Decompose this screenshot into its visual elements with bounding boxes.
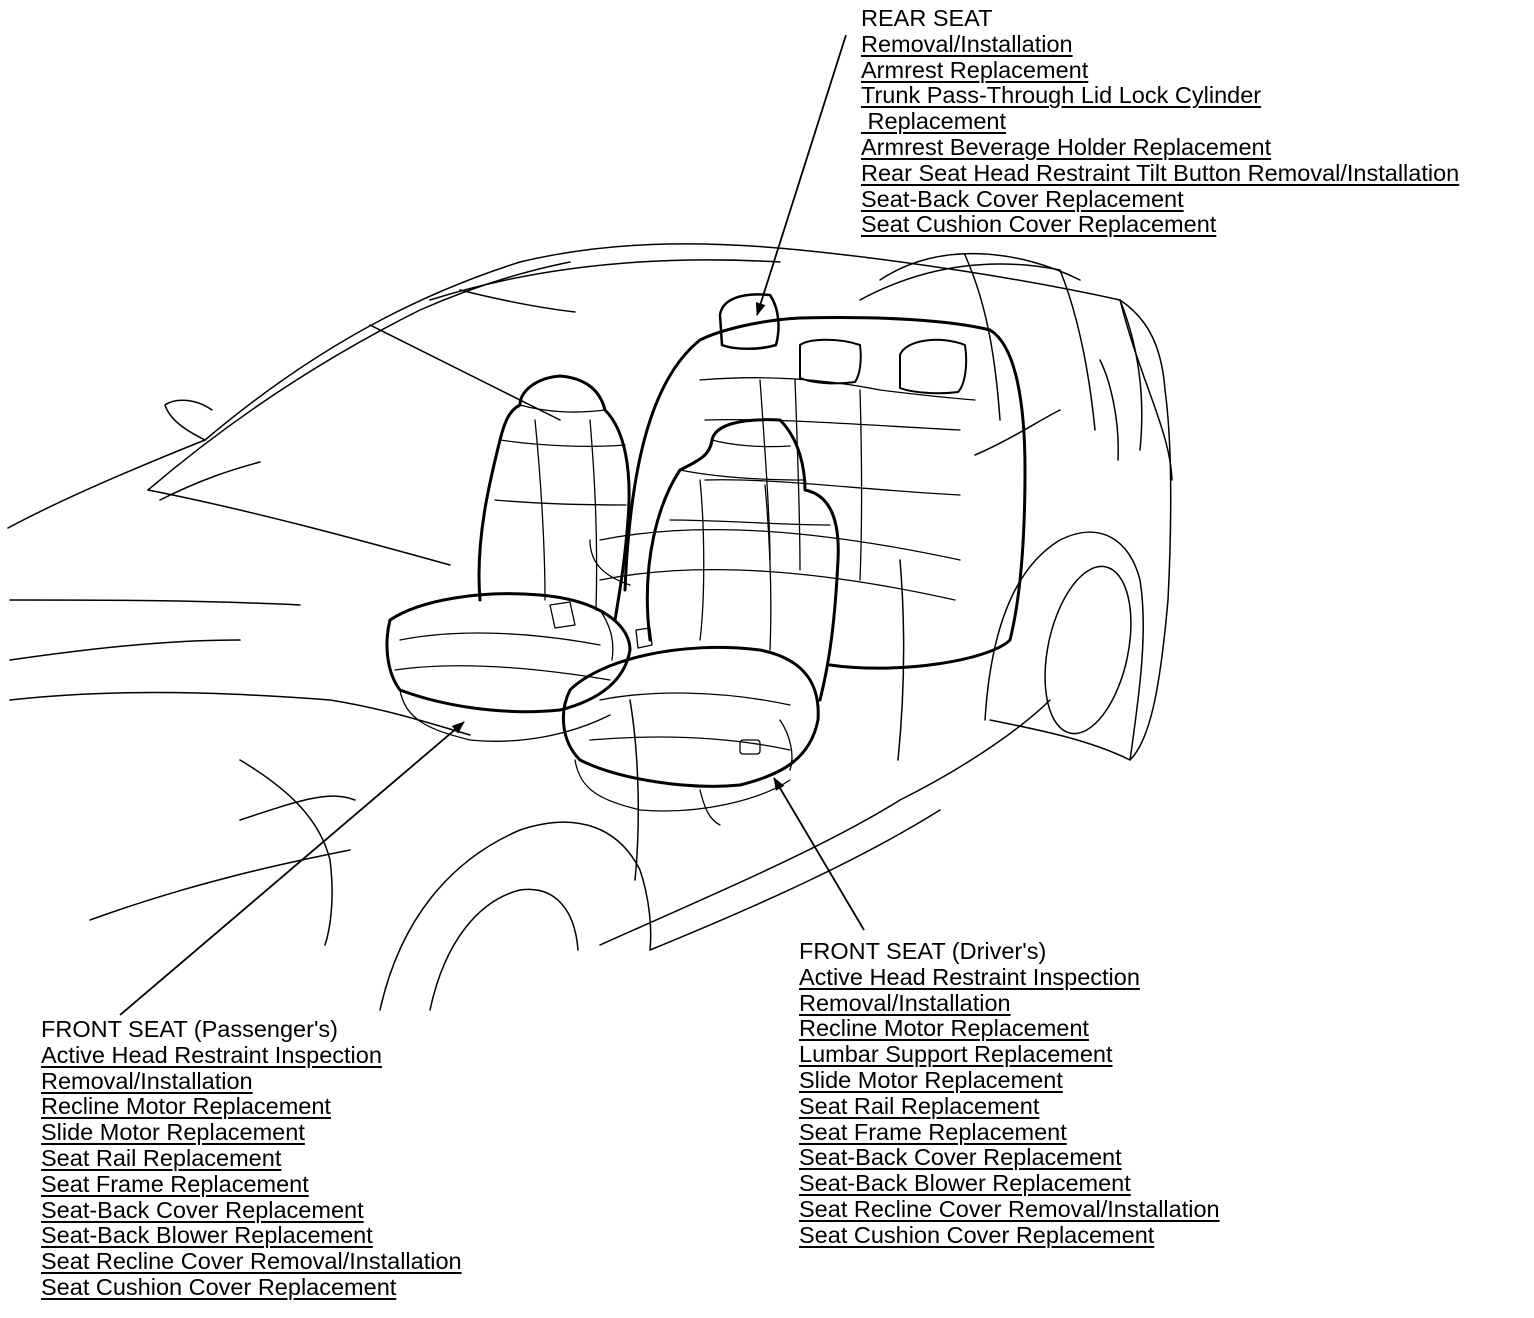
front-seat-driver-link[interactable]: Seat Rail Replacement [799,1092,1040,1119]
front-seat-passenger-callout: FRONT SEAT (Passenger's) Active Head Res… [41,1016,462,1301]
front-seat-driver-link[interactable]: Seat Frame Replacement [799,1118,1067,1145]
rear-seat-link[interactable]: Armrest Replacement [861,56,1089,83]
front-seat-driver-link[interactable]: Seat Cushion Cover Replacement [799,1221,1155,1248]
front-seat-driver-link[interactable]: Seat-Back Cover Replacement [799,1144,1122,1171]
rear-seat-link[interactable]: Removal/Installation [861,30,1073,57]
front-seat-passenger-link[interactable]: Seat Recline Cover Removal/Installation [41,1248,462,1275]
front-seat-driver-callout: FRONT SEAT (Driver's) Active Head Restra… [799,938,1220,1249]
rear-seat-link[interactable]: Armrest Beverage Holder Replacement [861,133,1272,160]
front-seat-passenger-heading: FRONT SEAT (Passenger's) [41,1016,339,1042]
front-seat-passenger-link[interactable]: Seat Frame Replacement [41,1170,309,1197]
leader-lines [119,34,865,1016]
front-seat-driver-link[interactable]: Active Head Restraint Inspection [799,963,1140,990]
rear-seat-heading: REAR SEAT [861,5,993,31]
front-seat-driver-link[interactable]: Lumbar Support Replacement [799,1041,1113,1068]
rear-seat-link[interactable]: Trunk Pass-Through Lid Lock Cylinder [861,82,1262,109]
front-seat-driver-link[interactable]: Removal/Installation [799,989,1011,1016]
front-seat-passenger-link[interactable]: Active Head Restraint Inspection [41,1041,382,1068]
rear-seat-leader-arrow [755,34,847,316]
rear-seat-callout: REAR SEAT Removal/Installation Armrest R… [861,5,1460,238]
passenger-seat-leader-arrow [119,721,465,1016]
front-seat-driver-link[interactable]: Slide Motor Replacement [799,1066,1063,1093]
front-seat-driver-heading: FRONT SEAT (Driver's) [799,938,1047,964]
front-seat-passenger-link[interactable]: Seat-Back Blower Replacement [41,1222,373,1249]
front-seat-passenger-link[interactable]: Slide Motor Replacement [41,1119,305,1146]
driver-front-seat [561,418,840,826]
rear-seat-link[interactable]: Rear Seat Head Restraint Tilt Button Rem… [861,159,1460,186]
rear-seat-link[interactable]: Replacement [861,108,1006,135]
front-seat-passenger-link[interactable]: Seat-Back Cover Replacement [41,1196,364,1223]
front-seat-driver-link[interactable]: Seat Recline Cover Removal/Installation [799,1195,1220,1222]
front-seat-driver-link[interactable]: Seat-Back Blower Replacement [799,1170,1131,1197]
front-seat-passenger-link[interactable]: Removal/Installation [41,1067,253,1094]
front-seat-passenger-link[interactable]: Seat Rail Replacement [41,1144,282,1171]
front-seat-passenger-link[interactable]: Seat Cushion Cover Replacement [41,1273,397,1300]
front-seat-passenger-link[interactable]: Recline Motor Replacement [41,1093,331,1120]
passenger-front-seat [385,374,632,742]
rear-seat-link[interactable]: Seat-Back Cover Replacement [861,185,1184,212]
driver-seat-leader-arrow [773,777,865,931]
rear-seat [589,293,1027,670]
front-seat-driver-link[interactable]: Recline Motor Replacement [799,1015,1089,1042]
rear-seat-link[interactable]: Seat Cushion Cover Replacement [861,211,1217,238]
car-body-outline [7,243,1173,1011]
